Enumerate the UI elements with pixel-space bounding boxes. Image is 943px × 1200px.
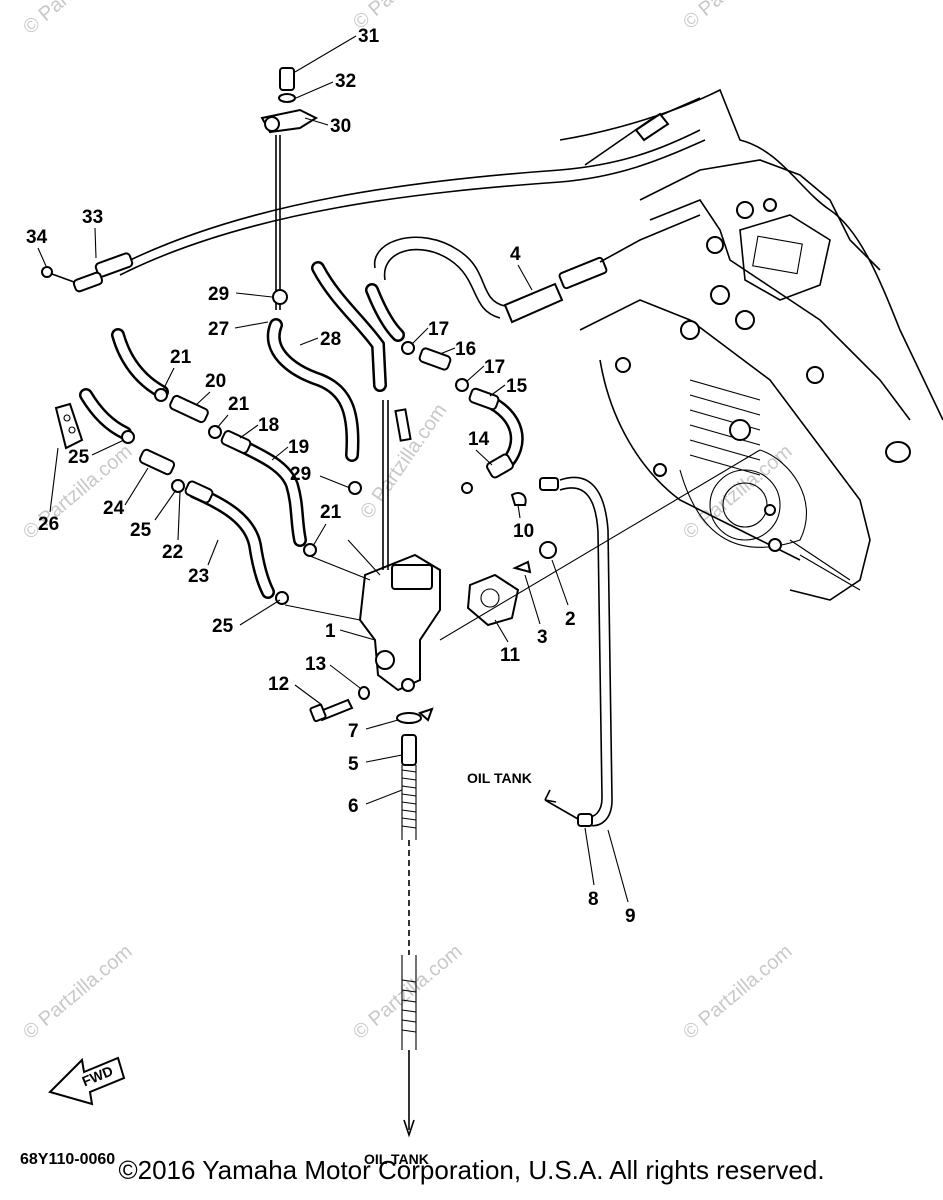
callout: 30	[330, 116, 351, 137]
cable-bracket	[260, 67, 319, 310]
callout: 17	[428, 319, 449, 340]
callout: 9	[625, 906, 636, 927]
callouts: 1 2 3 4 5 6 7 8 9 10 11 12 13 14 15 16 1…	[26, 26, 636, 927]
callout: 14	[468, 429, 490, 450]
oil-pump	[358, 400, 441, 692]
oil-tank-label-upper: OIL TANK	[467, 770, 532, 786]
callout: 7	[348, 721, 359, 742]
watermark: © Partzilla.com	[679, 940, 796, 1043]
callout: 25	[212, 616, 234, 637]
callout: 24	[103, 498, 125, 519]
hoses	[79, 261, 524, 599]
callout: 32	[335, 71, 356, 92]
callout: 16	[455, 339, 476, 360]
throttle-cable	[41, 97, 706, 293]
watermark: © Partzilla.com	[679, 0, 796, 34]
callout: 31	[358, 26, 380, 47]
callout: 21	[320, 502, 342, 523]
oil-tank-label-lower: OIL TANK	[364, 1151, 429, 1167]
callout: 11	[500, 645, 521, 666]
callout: 3	[537, 627, 548, 648]
callout: 17	[484, 357, 505, 378]
callout: 4	[510, 244, 521, 265]
callout: 8	[588, 889, 599, 910]
bolt-12	[309, 686, 370, 723]
callout: 1	[325, 621, 336, 642]
copyright-notice: ©2016 Yamaha Motor Corporation, U.S.A. A…	[118, 1155, 825, 1185]
callout: 26	[38, 514, 59, 535]
callout: 29	[208, 284, 229, 305]
callout: 5	[348, 754, 359, 775]
callout: 18	[258, 415, 279, 436]
callout: 34	[26, 227, 48, 248]
callout: 13	[305, 654, 326, 675]
fwd-arrow-icon: FWD	[48, 1056, 126, 1106]
callout: 2	[565, 609, 576, 630]
callout: 21	[170, 347, 192, 368]
watermark: © Partzilla.com	[349, 940, 466, 1043]
callout: 29	[290, 464, 311, 485]
callout: 21	[228, 394, 250, 415]
callout: 20	[205, 371, 226, 392]
oil-hose-9	[539, 476, 613, 827]
oil-line-lower	[396, 707, 434, 1138]
callout: 25	[68, 447, 90, 468]
callout: 19	[288, 437, 309, 458]
callout: 27	[208, 319, 229, 340]
watermark: © Partzilla.com	[19, 940, 136, 1043]
callout: 6	[348, 796, 359, 817]
callout: 10	[513, 521, 534, 542]
watermark: © Partzilla.com	[19, 0, 136, 39]
diagram-code: 68Y110-0060	[20, 1151, 115, 1168]
callout: 22	[162, 542, 183, 563]
annotations: OIL TANK OIL TANK 68Y110-0060	[20, 770, 532, 1168]
oil-pump-link	[374, 214, 701, 324]
callout: 25	[130, 520, 152, 541]
callout: 12	[268, 674, 289, 695]
gasket-parts	[439, 449, 761, 641]
callout: 28	[320, 329, 341, 350]
fittings	[54, 289, 514, 621]
callout: 33	[82, 207, 103, 228]
callout: 15	[506, 376, 528, 397]
callout: 23	[188, 566, 209, 587]
engine-block	[559, 88, 943, 601]
